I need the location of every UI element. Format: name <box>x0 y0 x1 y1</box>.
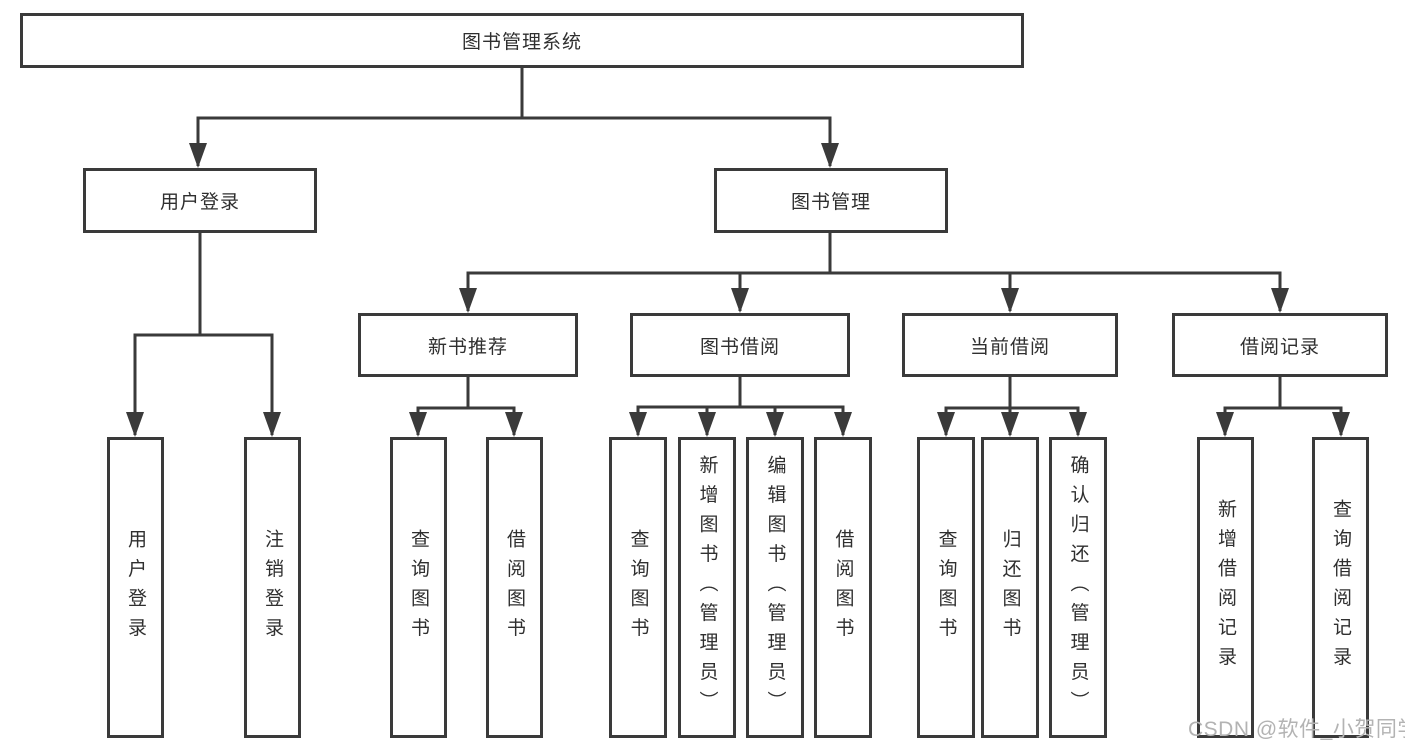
leaf-query-books-current: 查询图书 <box>917 437 975 738</box>
node-label: 注销登录 <box>262 528 283 647</box>
leaf-add-books-admin: 新增图书（管理员） <box>678 437 736 738</box>
node-label: 归还图书 <box>999 528 1021 647</box>
node-label: 新增借阅记录 <box>1215 499 1236 676</box>
node-label: 图书借阅 <box>699 336 780 358</box>
node-label: 图书管理 <box>790 192 871 213</box>
leaf-edit-books-admin: 编辑图书（管理员） <box>746 437 804 738</box>
csdn-watermark: CSDN @软件_小贺同学 <box>1188 718 1405 741</box>
leaf-add-borrow-record: 新增借阅记录 <box>1197 437 1254 738</box>
node-label: 借阅图书 <box>832 528 854 647</box>
node-label: 确认归还（管理员） <box>1067 454 1089 721</box>
leaf-query-books-borrowing: 查询图书 <box>609 437 667 738</box>
node-label: 查询图书 <box>408 528 429 647</box>
leaf-query-borrow-record: 查询借阅记录 <box>1312 437 1369 738</box>
node-label: 当前借阅 <box>969 336 1050 358</box>
leaf-return-books: 归还图书 <box>981 437 1039 738</box>
leaf-borrow-books: 借阅图书 <box>814 437 872 738</box>
node-system-root: 图书管理系统 <box>20 13 1024 68</box>
leaf-borrow-books-recommend: 借阅图书 <box>486 437 543 738</box>
node-current-borrowing: 当前借阅 <box>902 313 1118 377</box>
node-label: 查询借阅记录 <box>1330 499 1351 676</box>
node-borrowing-records: 借阅记录 <box>1172 313 1388 377</box>
node-label: 借阅图书 <box>504 528 525 647</box>
node-user-login: 用户登录 <box>83 168 317 233</box>
leaf-query-books-recommend: 查询图书 <box>390 437 447 738</box>
leaf-logout: 注销登录 <box>244 437 301 738</box>
leaf-user-login: 用户登录 <box>107 437 164 738</box>
node-new-book-recommend: 新书推荐 <box>358 313 578 377</box>
node-label: 用户登录 <box>159 192 240 213</box>
node-label: 用户登录 <box>125 528 146 647</box>
node-label: 借阅记录 <box>1239 336 1320 358</box>
node-label: 编辑图书（管理员） <box>764 454 786 721</box>
node-label: 查询图书 <box>627 528 649 647</box>
node-label: 新增图书（管理员） <box>696 454 718 721</box>
node-label: 图书管理系统 <box>461 32 582 53</box>
node-book-borrowing: 图书借阅 <box>630 313 850 377</box>
node-label: 新书推荐 <box>427 336 508 358</box>
node-label: 查询图书 <box>935 528 957 647</box>
leaf-confirm-return-admin: 确认归还（管理员） <box>1049 437 1107 738</box>
node-book-management: 图书管理 <box>714 168 948 233</box>
